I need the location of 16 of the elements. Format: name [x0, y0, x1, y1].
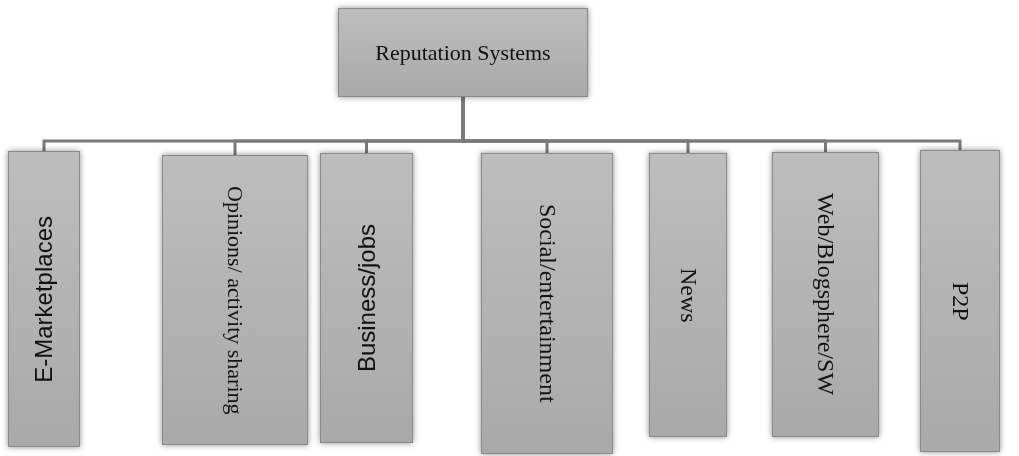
category-box: [772, 152, 879, 437]
box-label: E-Marketplaces: [31, 215, 57, 383]
box-label: Business/jobs: [353, 223, 380, 373]
root-box: [338, 8, 588, 97]
box-label: P2P: [947, 281, 973, 321]
box-label: Opinions/ activity sharing: [223, 185, 247, 415]
category-box: [320, 153, 413, 443]
category-box: [920, 150, 1000, 452]
box-label: Social/entertainment: [534, 204, 560, 403]
box-label: Web/Blogsphere/SW: [812, 193, 839, 396]
category-box: [481, 153, 613, 454]
category-box: [162, 155, 308, 445]
box-label: Reputation Systems: [375, 40, 551, 65]
category-box: [649, 153, 727, 437]
box-label: News: [675, 267, 701, 323]
category-box: [8, 151, 80, 447]
